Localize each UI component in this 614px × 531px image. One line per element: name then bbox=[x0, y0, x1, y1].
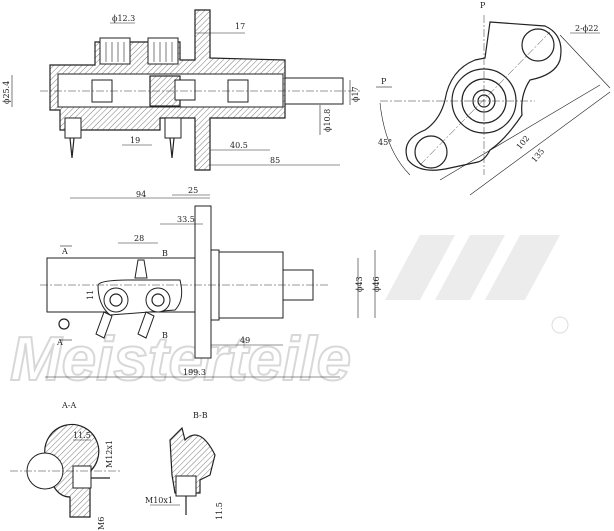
dim-bore-diameter: ϕ25.4 bbox=[2, 81, 11, 104]
view-label-p-left: P bbox=[381, 77, 387, 86]
mount-hole-1 bbox=[521, 28, 555, 62]
dim-total-length: 199.3 bbox=[183, 368, 206, 377]
dim-port-offset: 19 bbox=[130, 136, 140, 145]
outlet-fitting-2 bbox=[164, 117, 182, 139]
watermark: Meisterteile bbox=[9, 235, 569, 395]
reservoir-port-2 bbox=[147, 37, 179, 65]
outlet-tubes bbox=[95, 311, 155, 339]
dim-flange-width: 17 bbox=[235, 22, 245, 31]
outlet-fitting-1 bbox=[64, 117, 82, 139]
section-b-top: B bbox=[162, 249, 168, 258]
section-bb-fitting bbox=[175, 475, 197, 497]
reservoir-port-1 bbox=[99, 37, 131, 65]
dim-40-5: 40.5 bbox=[230, 141, 248, 150]
outlet-port-2 bbox=[145, 287, 171, 313]
section-aa-title: A-A bbox=[61, 401, 76, 410]
dim-rod-diameter: ϕ10.8 bbox=[323, 109, 332, 132]
piston-link bbox=[174, 79, 196, 101]
top-nipple bbox=[134, 259, 148, 279]
dim-46: ϕ46 bbox=[372, 276, 381, 292]
dim-102: 102 bbox=[515, 134, 532, 151]
mount-eye bbox=[58, 318, 70, 330]
dim-85: 85 bbox=[270, 156, 280, 165]
view-label-p-top: P bbox=[480, 1, 486, 10]
section-aa-fitting bbox=[72, 465, 92, 489]
dim-bb-thread: M10x1 bbox=[145, 496, 173, 505]
section-view: ϕ12.3 17 ϕ25.4 ϕ17 ϕ10.8 19 40.5 85 94 2… bbox=[2, 9, 360, 199]
dim-11: 11 bbox=[86, 290, 95, 300]
dim-49: 49 bbox=[240, 336, 250, 345]
section-aa-body bbox=[44, 423, 100, 518]
section-b-bottom: B bbox=[162, 331, 168, 340]
dim-push-diameter: ϕ17 bbox=[351, 86, 360, 102]
dim-bb-11-5: 11.5 bbox=[215, 502, 224, 520]
dim-25: 25 bbox=[188, 186, 198, 195]
mounting-flange bbox=[194, 205, 212, 359]
dim-28: 28 bbox=[134, 234, 144, 243]
dim-aa-thread: M12x1 bbox=[105, 440, 114, 468]
registered-mark bbox=[551, 316, 569, 334]
dim-43: ϕ43 bbox=[355, 276, 364, 292]
flange-view: P P 2-ϕ22 45° 102 135 bbox=[376, 1, 611, 196]
section-aa: A-A 11.5 M12x1 M6 bbox=[10, 401, 120, 530]
dim-port-diameter: ϕ12.3 bbox=[112, 14, 135, 23]
dim-aa-bolt: M6 bbox=[97, 517, 106, 530]
dim-aa-11-5: 11.5 bbox=[73, 431, 91, 440]
dim-94: 94 bbox=[136, 190, 146, 199]
dim-33-5: 33.5 bbox=[177, 215, 195, 224]
section-bb: B-B M10x1 11.5 bbox=[145, 411, 224, 520]
mount-hole-2 bbox=[414, 135, 448, 169]
outlet-port-1 bbox=[103, 287, 129, 313]
section-a-top: A bbox=[61, 247, 68, 256]
section-a-bottom: A bbox=[56, 338, 63, 347]
section-bb-title: B-B bbox=[193, 411, 208, 420]
watermark-logo-bars bbox=[385, 235, 560, 300]
dim-holes: 2-ϕ22 bbox=[575, 24, 598, 33]
dim-angle: 45° bbox=[378, 138, 392, 147]
side-view: 33.5 28 A B A B 11 ϕ43 ϕ46 49 199.3 bbox=[40, 205, 381, 378]
flange-outline bbox=[405, 21, 562, 171]
watermark-text: Meisterteile bbox=[10, 325, 351, 394]
